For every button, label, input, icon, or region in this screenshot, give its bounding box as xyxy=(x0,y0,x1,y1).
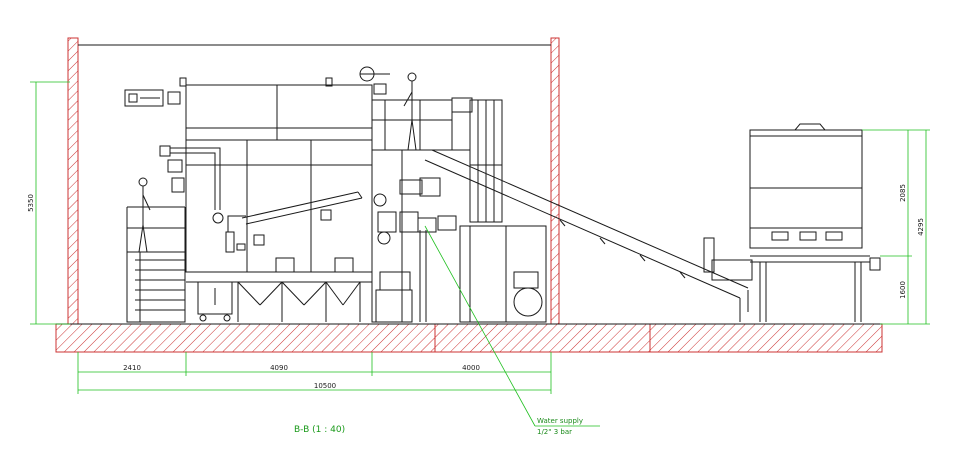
dimension-total-height: 5350 xyxy=(27,81,70,325)
motor-drum xyxy=(513,287,543,317)
label-hopper-1600: 1600 xyxy=(899,281,907,299)
dimension-hopper: 2085 4295 1600 xyxy=(862,129,930,325)
platform-frame xyxy=(126,251,186,323)
building-structure xyxy=(55,37,883,353)
upper-platform xyxy=(359,66,503,223)
water-supply-callout: Water supply 1/2" 3 bar xyxy=(424,225,600,436)
inclined-screen xyxy=(241,191,359,219)
operator-figure-left xyxy=(138,177,151,253)
label-2410: 2410 xyxy=(123,364,141,372)
water-supply-label: Water supply xyxy=(537,417,583,425)
label-total-height: 5350 xyxy=(27,194,35,212)
main-machine xyxy=(159,77,373,322)
label-10500: 10500 xyxy=(314,382,336,390)
label-4090: 4090 xyxy=(270,364,288,372)
machine-top-tank xyxy=(185,84,373,141)
pump-assembly xyxy=(371,149,547,323)
water-supply-spec: 1/2" 3 bar xyxy=(537,428,572,436)
floor-slab xyxy=(55,323,883,353)
inclined-conveyor xyxy=(424,149,753,322)
control-panel xyxy=(124,89,181,107)
right-wall xyxy=(550,37,560,325)
dimension-horizontal: 2410 4090 4000 10500 xyxy=(77,352,552,394)
label-hopper-2085: 2085 xyxy=(899,184,907,202)
collection-bin xyxy=(197,281,233,322)
operator-figure-right xyxy=(403,72,417,151)
label-4000: 4000 xyxy=(462,364,480,372)
section-caption: B-B (1 : 40) xyxy=(294,425,345,435)
left-platform xyxy=(126,177,186,323)
machine-lower-body xyxy=(185,139,373,273)
left-wall xyxy=(67,37,79,325)
storage-hopper xyxy=(749,123,881,322)
label-hopper-4295: 4295 xyxy=(917,218,925,236)
